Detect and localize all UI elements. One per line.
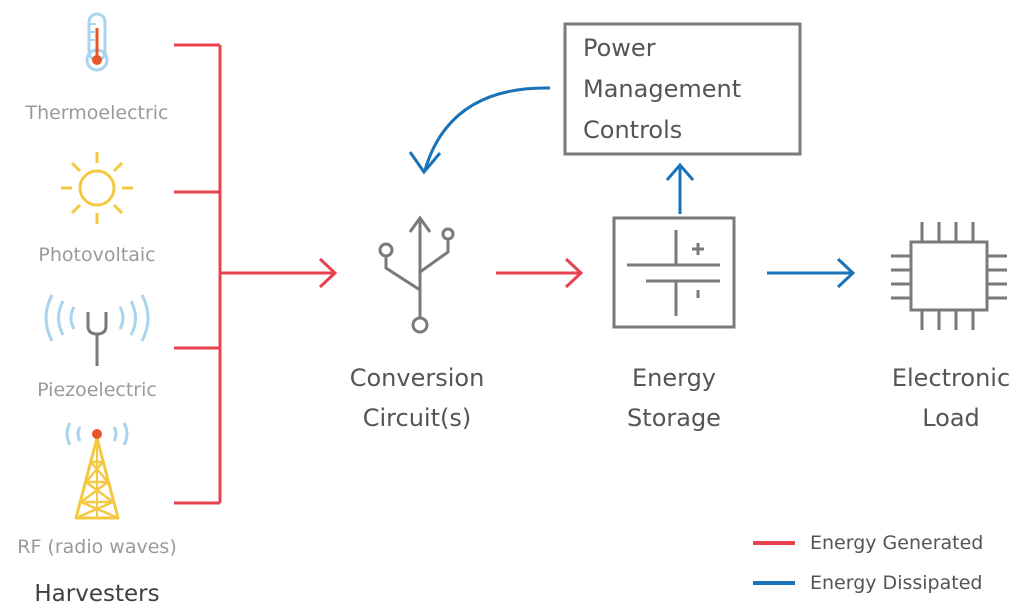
harvester-label-rf: RF (radio waves) (17, 536, 176, 558)
capacitor-icon (612, 216, 736, 329)
usb-icon (378, 215, 455, 334)
chip-icon (891, 222, 1007, 330)
arrowhead-to-load (836, 257, 856, 289)
sun-icon (61, 152, 133, 224)
load-label-line1: Electronic (892, 364, 1010, 392)
harvesters-title: Harvesters (34, 581, 159, 606)
harvester-bracket (174, 43, 334, 505)
arrowhead-to-storage (564, 257, 584, 289)
conversion-label-line1: Conversion (350, 364, 485, 392)
power-management-box (563, 22, 802, 156)
tuning-fork-icon (44, 294, 150, 366)
load-label-line2: Load (922, 404, 980, 432)
power-management-line3: Controls (583, 116, 682, 144)
storage-label-line1: Energy (632, 364, 716, 392)
radio-tower-icon (65, 422, 129, 520)
power-management-line1: Power (583, 34, 656, 62)
power-management-line2: Management (583, 75, 741, 103)
arrowhead-to-conversion (318, 257, 338, 289)
feedback-arrowhead (408, 151, 442, 175)
harvester-label-thermoelectric: Thermoelectric (24, 102, 168, 124)
legend: Energy Generated Energy Dissipated (753, 532, 983, 594)
conversion-label-line2: Circuit(s) (363, 404, 471, 432)
harvester-label-photovoltaic: Photovoltaic (38, 244, 155, 266)
legend-label-generated: Energy Generated (810, 532, 983, 554)
arrowhead-to-power-management (665, 162, 695, 181)
legend-label-dissipated: Energy Dissipated (810, 572, 982, 594)
feedback-arrow (423, 86, 551, 171)
harvester-label-piezoelectric: Piezoelectric (37, 379, 157, 401)
storage-label-line2: Storage (627, 404, 721, 432)
thermometer-icon (85, 12, 109, 72)
